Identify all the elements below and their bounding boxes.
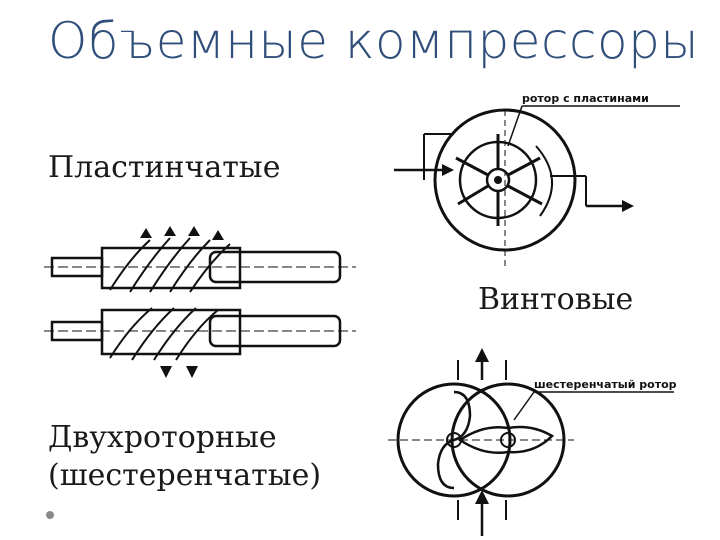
vane-rotor-annotation: ротор с пластинами: [522, 92, 649, 105]
gear-compressor-drawing: шестеренчатый ротор: [388, 348, 677, 536]
gear-rotor-annotation: шестеренчатый ротор: [534, 378, 677, 391]
slide-title: Объемные компрессоры: [48, 12, 700, 70]
label-screw-compressor: Винтовые: [478, 282, 634, 317]
vane-compressor-figure: ротор с пластинами: [390, 76, 686, 280]
label-twin-rotor: Двухроторные: [48, 420, 277, 455]
label-plate-compressor: Пластинчатые: [48, 150, 281, 185]
bullet-dot: [46, 511, 54, 519]
screw-compressor-figure: [40, 218, 358, 410]
label-twin-rotor-gear: (шестеренчатые): [48, 458, 322, 493]
vane-compressor-drawing: ротор с пластинами: [394, 92, 680, 266]
gear-compressor-figure: шестеренчатый ротор: [374, 340, 684, 536]
screw-compressor-drawing: [44, 226, 356, 378]
